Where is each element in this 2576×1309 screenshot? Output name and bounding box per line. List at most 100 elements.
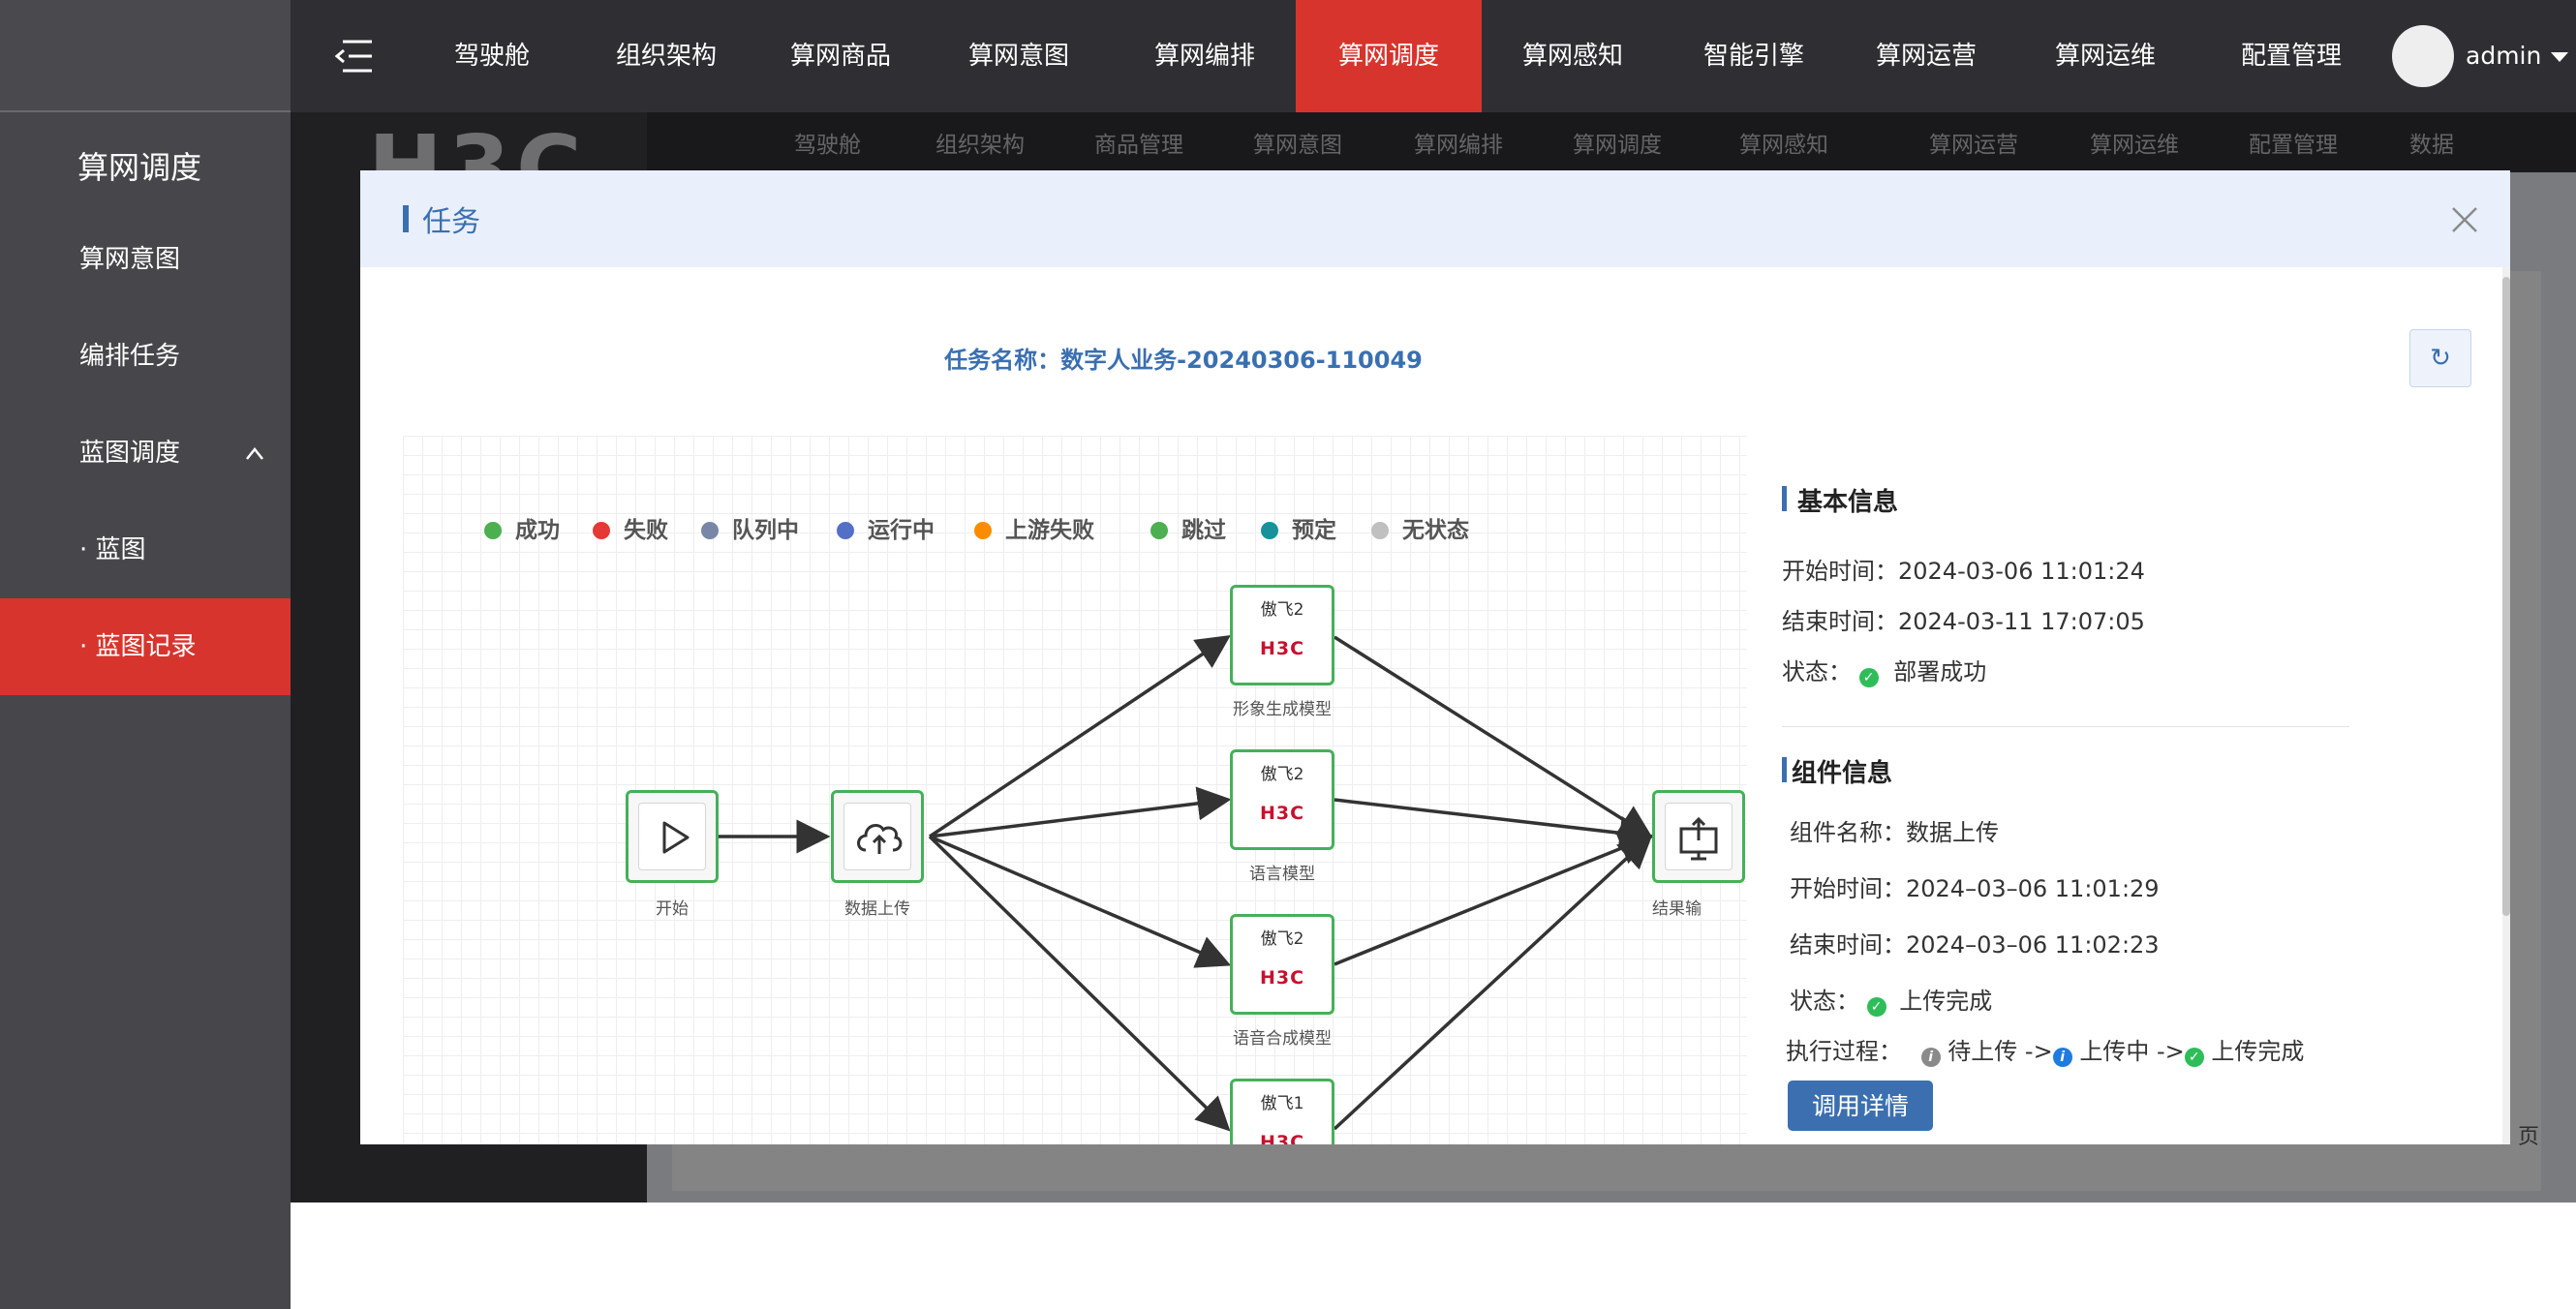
legend-dot [1371,522,1389,539]
bg-nav-item: 算网编排 [1414,133,1503,158]
legend-label: 运行中 [868,518,935,543]
legend-dot [974,522,992,539]
avatar[interactable] [2392,25,2454,87]
node-title: 傲飞2 [1260,765,1304,784]
nav-item-engine[interactable]: 智能引擎 [1702,42,1804,71]
legend-label: 无状态 [1402,518,1469,543]
h3c-logo-icon: H3C [1259,803,1305,824]
node-title: 傲飞2 [1260,600,1304,620]
node-model-4[interactable]: 傲飞1 H3C [1230,1079,1334,1144]
task-modal: 任务 任务名称：数字人业务-20240306-110049 ↻ 成功 失败 队列… [360,170,2510,1144]
close-icon[interactable] [2450,205,2479,234]
call-details-button[interactable]: 调用详情 [1788,1081,1933,1131]
bg-nav-item: 驾驶舱 [794,133,861,158]
nav-item-config[interactable]: 配置管理 [2240,42,2342,71]
task-name: 任务名称：数字人业务-20240306-110049 [944,347,1423,374]
bg-nav-item: 组织架构 [935,133,1025,158]
process-step: 上传中 -> [2079,1038,2185,1065]
h3c-logo-icon: H3C [1259,1132,1305,1144]
basic-info-title: 基本信息 [1797,488,1899,517]
user-menu[interactable]: admin [2466,0,2570,112]
chevron-up-icon [244,405,265,542]
component-end-time: 结束时间：2024–03–06 11:02:23 [1790,931,2160,959]
legend-label: 成功 [515,518,560,543]
section-bar [1782,757,1787,782]
node-label: 结果输 [1652,899,1702,919]
edge-m2-end [1334,798,1654,850]
sidebar-item-blueprint-dispatch[interactable]: 蓝图调度 [0,405,291,502]
nav-item-perception[interactable]: 算网感知 [1521,42,1623,71]
basic-end-time: 结束时间：2024-03-11 17:07:05 [1782,608,2145,635]
edge-upload-m2 [929,786,1232,838]
scrollbar-thumb[interactable] [2502,277,2510,916]
legend-dot [701,522,719,539]
h3c-logo-icon: H3C [1259,967,1305,989]
node-label: 形象生成模型 [1233,700,1332,719]
legend-skipped: 跳过 [1150,517,1226,544]
status-value: 部署成功 [1893,658,1987,685]
menu-toggle-icon[interactable] [333,39,374,74]
node-label: 语音合成模型 [1233,1029,1332,1049]
nav-item-maintenance[interactable]: 算网运维 [2054,42,2156,71]
component-start-time: 开始时间：2024–03–06 11:01:29 [1790,875,2160,902]
bg-page-suffix: 页 [2518,1125,2540,1149]
legend-dot [484,522,502,539]
nav-item-intent[interactable]: 算网意图 [967,42,1069,71]
status-value: 上传完成 [1899,988,1993,1015]
modal-scrollbar[interactable] [2502,267,2510,1144]
sidebar-logo-area [0,0,291,112]
bg-nav-item: 算网运维 [2090,133,2179,158]
refresh-button[interactable]: ↻ [2409,329,2471,387]
sidebar-title: 算网调度 [77,149,202,186]
edge-upload-m1 [929,635,1231,838]
node-start[interactable] [626,790,719,883]
basic-start-time: 开始时间：2024-03-06 11:01:24 [1782,558,2145,585]
sidebar-item-blueprint[interactable]: · 蓝图 [79,535,146,564]
workflow-canvas[interactable]: 成功 失败 队列中 运行中 上游失败 跳过 预定 无状态 [403,436,1747,1144]
nav-item-goods[interactable]: 算网商品 [789,42,891,71]
legend-label: 上游失败 [1005,518,1094,543]
edge-upload-m4 [928,835,1231,1132]
bg-nav-item: 算网感知 [1739,133,1828,158]
legend-upstream-failed: 上游失败 [974,517,1094,544]
nav-item-org[interactable]: 组织架构 [615,42,717,71]
sidebar-item-orchestration-task[interactable]: 编排任务 [79,342,181,371]
node-result-output[interactable] [1652,790,1745,883]
modal-header [360,170,2510,267]
component-info-title: 组件信息 [1792,759,1893,788]
basic-status: 状态： ✓ 部署成功 [1782,653,1986,687]
modal-title: 任务 [422,205,480,239]
legend-no-status: 无状态 [1371,517,1469,544]
legend-success: 成功 [484,517,560,544]
nav-item-orchestration[interactable]: 算网编排 [1153,42,1255,71]
nav-item-operation[interactable]: 算网运营 [1875,42,1977,71]
sidebar-item-intent[interactable]: 算网意图 [79,245,181,274]
bg-nav-item: 商品管理 [1094,133,1183,158]
check-circle-icon: ✓ [1858,668,1879,687]
node-title: 傲飞1 [1260,1094,1304,1113]
node-model-speech[interactable]: 傲飞2 H3C [1230,914,1334,1015]
legend-failed: 失败 [593,517,668,544]
nav-item-cockpit[interactable]: 驾驶舱 [453,42,530,71]
node-label: 语言模型 [1249,865,1315,884]
user-name: admin [2466,42,2542,70]
play-icon [638,803,706,870]
check-circle-icon: ✓ [1866,997,1886,1017]
legend-dot [1261,522,1278,539]
process-label: 执行过程： [1786,1038,1902,1065]
bg-nav-item: 算网意图 [1253,133,1342,158]
monitor-export-icon [1665,803,1733,870]
component-name: 组件名称：数据上传 [1790,819,1999,846]
node-data-upload[interactable] [831,790,924,883]
cloud-upload-icon [843,803,911,870]
nav-item-dispatch[interactable]: 算网调度 [1296,0,1482,112]
sidebar-item-blueprint-record[interactable]: · 蓝图记录 [0,598,291,695]
component-status: 状态： ✓ 上传完成 [1790,982,1992,1017]
background-inner-header [647,112,2576,172]
legend-scheduled: 预定 [1261,517,1336,544]
node-model-language[interactable]: 傲飞2 H3C [1230,749,1334,850]
legend-queued: 队列中 [701,517,799,544]
divider [1782,726,2349,727]
legend-label: 失败 [624,518,668,543]
node-model-avatar[interactable]: 傲飞2 H3C [1230,585,1334,685]
